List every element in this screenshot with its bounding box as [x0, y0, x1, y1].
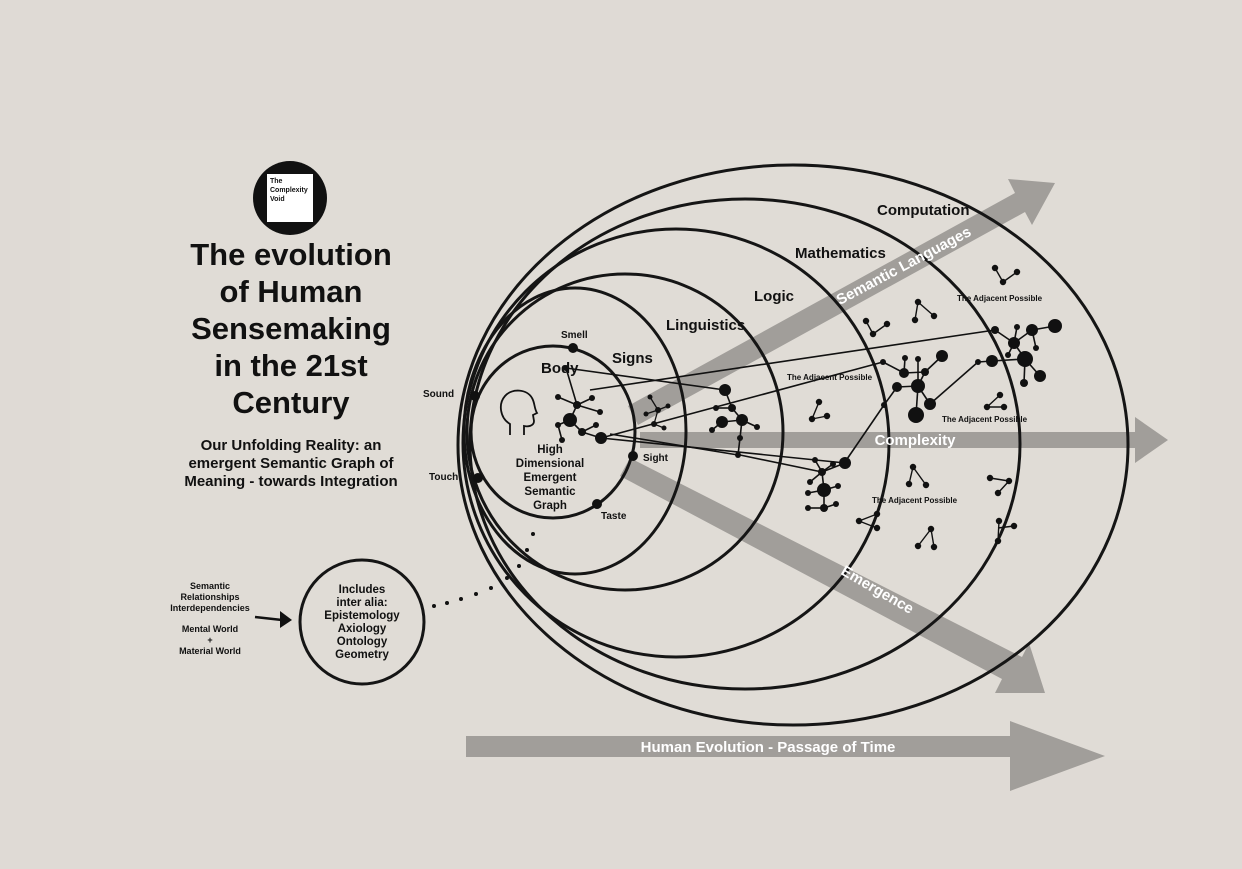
ring-label-mathematics: Mathematics [795, 245, 886, 262]
complexity-void-logo: The Complexity Void [253, 161, 327, 235]
tiny-graph [914, 525, 938, 551]
sense-taste: Taste [601, 511, 627, 522]
complexity-arrow [640, 417, 1168, 463]
taste-dot [592, 499, 602, 509]
semantic-relationships-note: Semantic Relationships Interdependencies [170, 581, 250, 613]
sense-smell: Smell [561, 330, 588, 341]
tiny-graphs [808, 264, 1021, 551]
ring-computation [456, 163, 1130, 727]
worlds-note: Mental World + Material World [179, 624, 241, 656]
core-graph-label: High Dimensional Emergent Semantic Graph [515, 444, 585, 512]
sight-dot [628, 451, 638, 461]
tiny-graph [986, 474, 1013, 497]
left-arrow [254, 611, 292, 628]
time-label: Human Evolution - Passage of Time [641, 739, 896, 756]
touch-dot [473, 473, 483, 483]
mathematics-graph [880, 350, 948, 423]
computation-graph [975, 319, 1062, 387]
core-graph [555, 365, 607, 444]
tiny-graph [808, 398, 831, 423]
tiny-graph [994, 517, 1018, 545]
head-icon [499, 389, 539, 435]
lower-graph [805, 457, 851, 512]
graph-links [565, 329, 996, 473]
page-subtitle: Our Unfolding Reality: an emergent Seman… [184, 437, 398, 490]
tiny-graph [855, 510, 881, 532]
ring-mathematics [468, 197, 1022, 691]
smell-dot [568, 343, 578, 353]
adjacent-possible-label: The Adjacent Possible [872, 496, 958, 505]
tiny-graph [911, 298, 938, 324]
tiny-graph [983, 391, 1008, 411]
rings [298, 163, 1130, 727]
ring-label-linguistics: Linguistics [666, 317, 746, 334]
logo-text: The Complexity Void [270, 178, 308, 203]
sense-sound: Sound [423, 389, 455, 400]
sense-touch: Touch [429, 472, 459, 483]
ring-body [469, 344, 637, 520]
ring-signs [462, 286, 688, 576]
page-title: The evolution of Human Sensemaking in th… [190, 237, 392, 420]
ring-label-signs: Signs [612, 350, 653, 367]
tiny-graph [862, 317, 891, 338]
includes-text: Includes inter alia: Epistemology Axiolo… [324, 584, 400, 661]
dotted-connector [432, 532, 535, 608]
complexity-label: Complexity [875, 432, 957, 449]
ring-label-logic: Logic [754, 288, 794, 305]
linguistics-graph [709, 384, 760, 458]
sense-sight: Sight [643, 453, 668, 464]
signs-graph [643, 394, 671, 431]
emergence-arrow [620, 458, 1045, 693]
adjacent-possible-label: The Adjacent Possible [942, 415, 1028, 424]
adjacent-possible-label: The Adjacent Possible [787, 373, 873, 382]
arrows [466, 179, 1168, 791]
semantic-languages-arrow [628, 179, 1055, 425]
ring-label-body: Body [541, 360, 579, 377]
sense-dots [470, 343, 638, 509]
time-arrow [466, 721, 1105, 791]
ring-label-computation: Computation [877, 202, 970, 219]
tiny-graph [991, 264, 1021, 286]
sound-dot [470, 391, 480, 401]
ring-includes [298, 558, 426, 686]
tiny-graph [905, 463, 930, 489]
ring-linguistics [465, 272, 785, 592]
adjacent-possible-label: The Adjacent Possible [957, 294, 1043, 303]
